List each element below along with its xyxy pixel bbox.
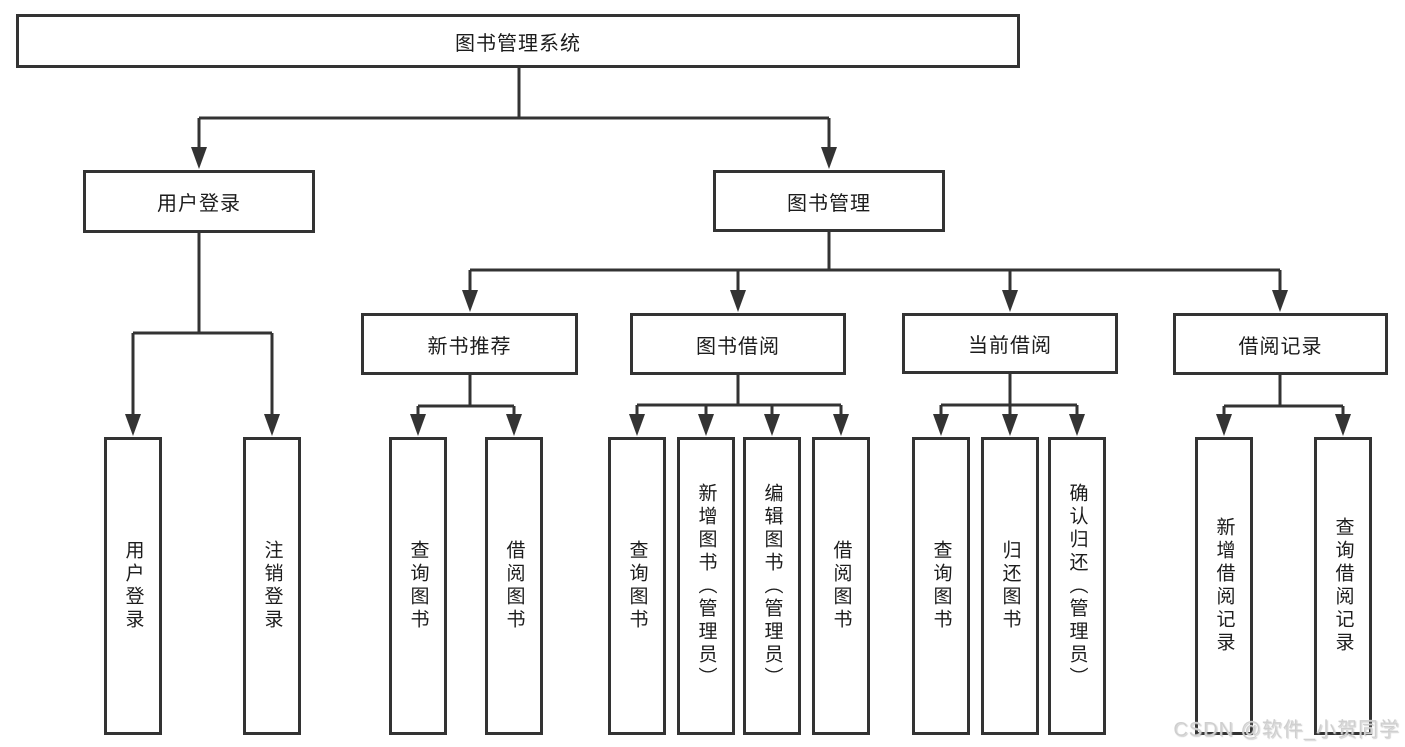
arrow-down-icon — [1335, 414, 1351, 436]
arrow-down-icon — [462, 290, 478, 312]
node-borrowing-records: 借阅记录 — [1173, 313, 1388, 375]
node-return-books: 归还图书 — [981, 437, 1039, 735]
node-query-books-borrowing: 查询图书 — [608, 437, 666, 735]
arrow-down-icon — [1272, 290, 1288, 312]
arrow-down-icon — [730, 290, 746, 312]
arrow-down-icon — [506, 414, 522, 436]
node-user-login-action: 用户登录 — [104, 437, 162, 735]
arrow-down-icon — [410, 414, 426, 436]
node-current-borrowing: 当前借阅 — [902, 313, 1118, 374]
arrow-down-icon — [698, 414, 714, 436]
node-query-books-recommend: 查询图书 — [389, 437, 447, 735]
arrow-down-icon — [264, 414, 280, 436]
arrow-down-icon — [1002, 414, 1018, 436]
node-query-borrow-record: 查询借阅记录 — [1314, 437, 1372, 735]
node-book-borrowing: 图书借阅 — [630, 313, 846, 375]
node-user-login: 用户登录 — [83, 170, 315, 233]
node-add-borrow-record: 新增借阅记录 — [1195, 437, 1253, 735]
node-logout: 注销登录 — [243, 437, 301, 735]
node-confirm-return-admin: 确认归还（管理员） — [1048, 437, 1106, 735]
arrow-down-icon — [1216, 414, 1232, 436]
node-book-management: 图书管理 — [713, 170, 945, 232]
arrow-down-icon — [191, 147, 207, 169]
arrow-down-icon — [764, 414, 780, 436]
node-new-book-recommend: 新书推荐 — [361, 313, 578, 375]
arrow-down-icon — [1069, 414, 1085, 436]
arrow-down-icon — [1002, 290, 1018, 312]
arrow-down-icon — [933, 414, 949, 436]
arrow-down-icon — [833, 414, 849, 436]
node-borrow-books: 借阅图书 — [812, 437, 870, 735]
node-query-books-current: 查询图书 — [912, 437, 970, 735]
node-borrow-books-recommend: 借阅图书 — [485, 437, 543, 735]
csdn-watermark: CSDN @软件_小贺同学 — [1173, 719, 1400, 741]
arrow-down-icon — [125, 414, 141, 436]
arrow-down-icon — [629, 414, 645, 436]
node-library-management-system: 图书管理系统 — [16, 14, 1020, 68]
node-edit-books-admin: 编辑图书（管理员） — [743, 437, 801, 735]
node-add-books-admin: 新增图书（管理员） — [677, 437, 735, 735]
arrow-down-icon — [821, 147, 837, 169]
